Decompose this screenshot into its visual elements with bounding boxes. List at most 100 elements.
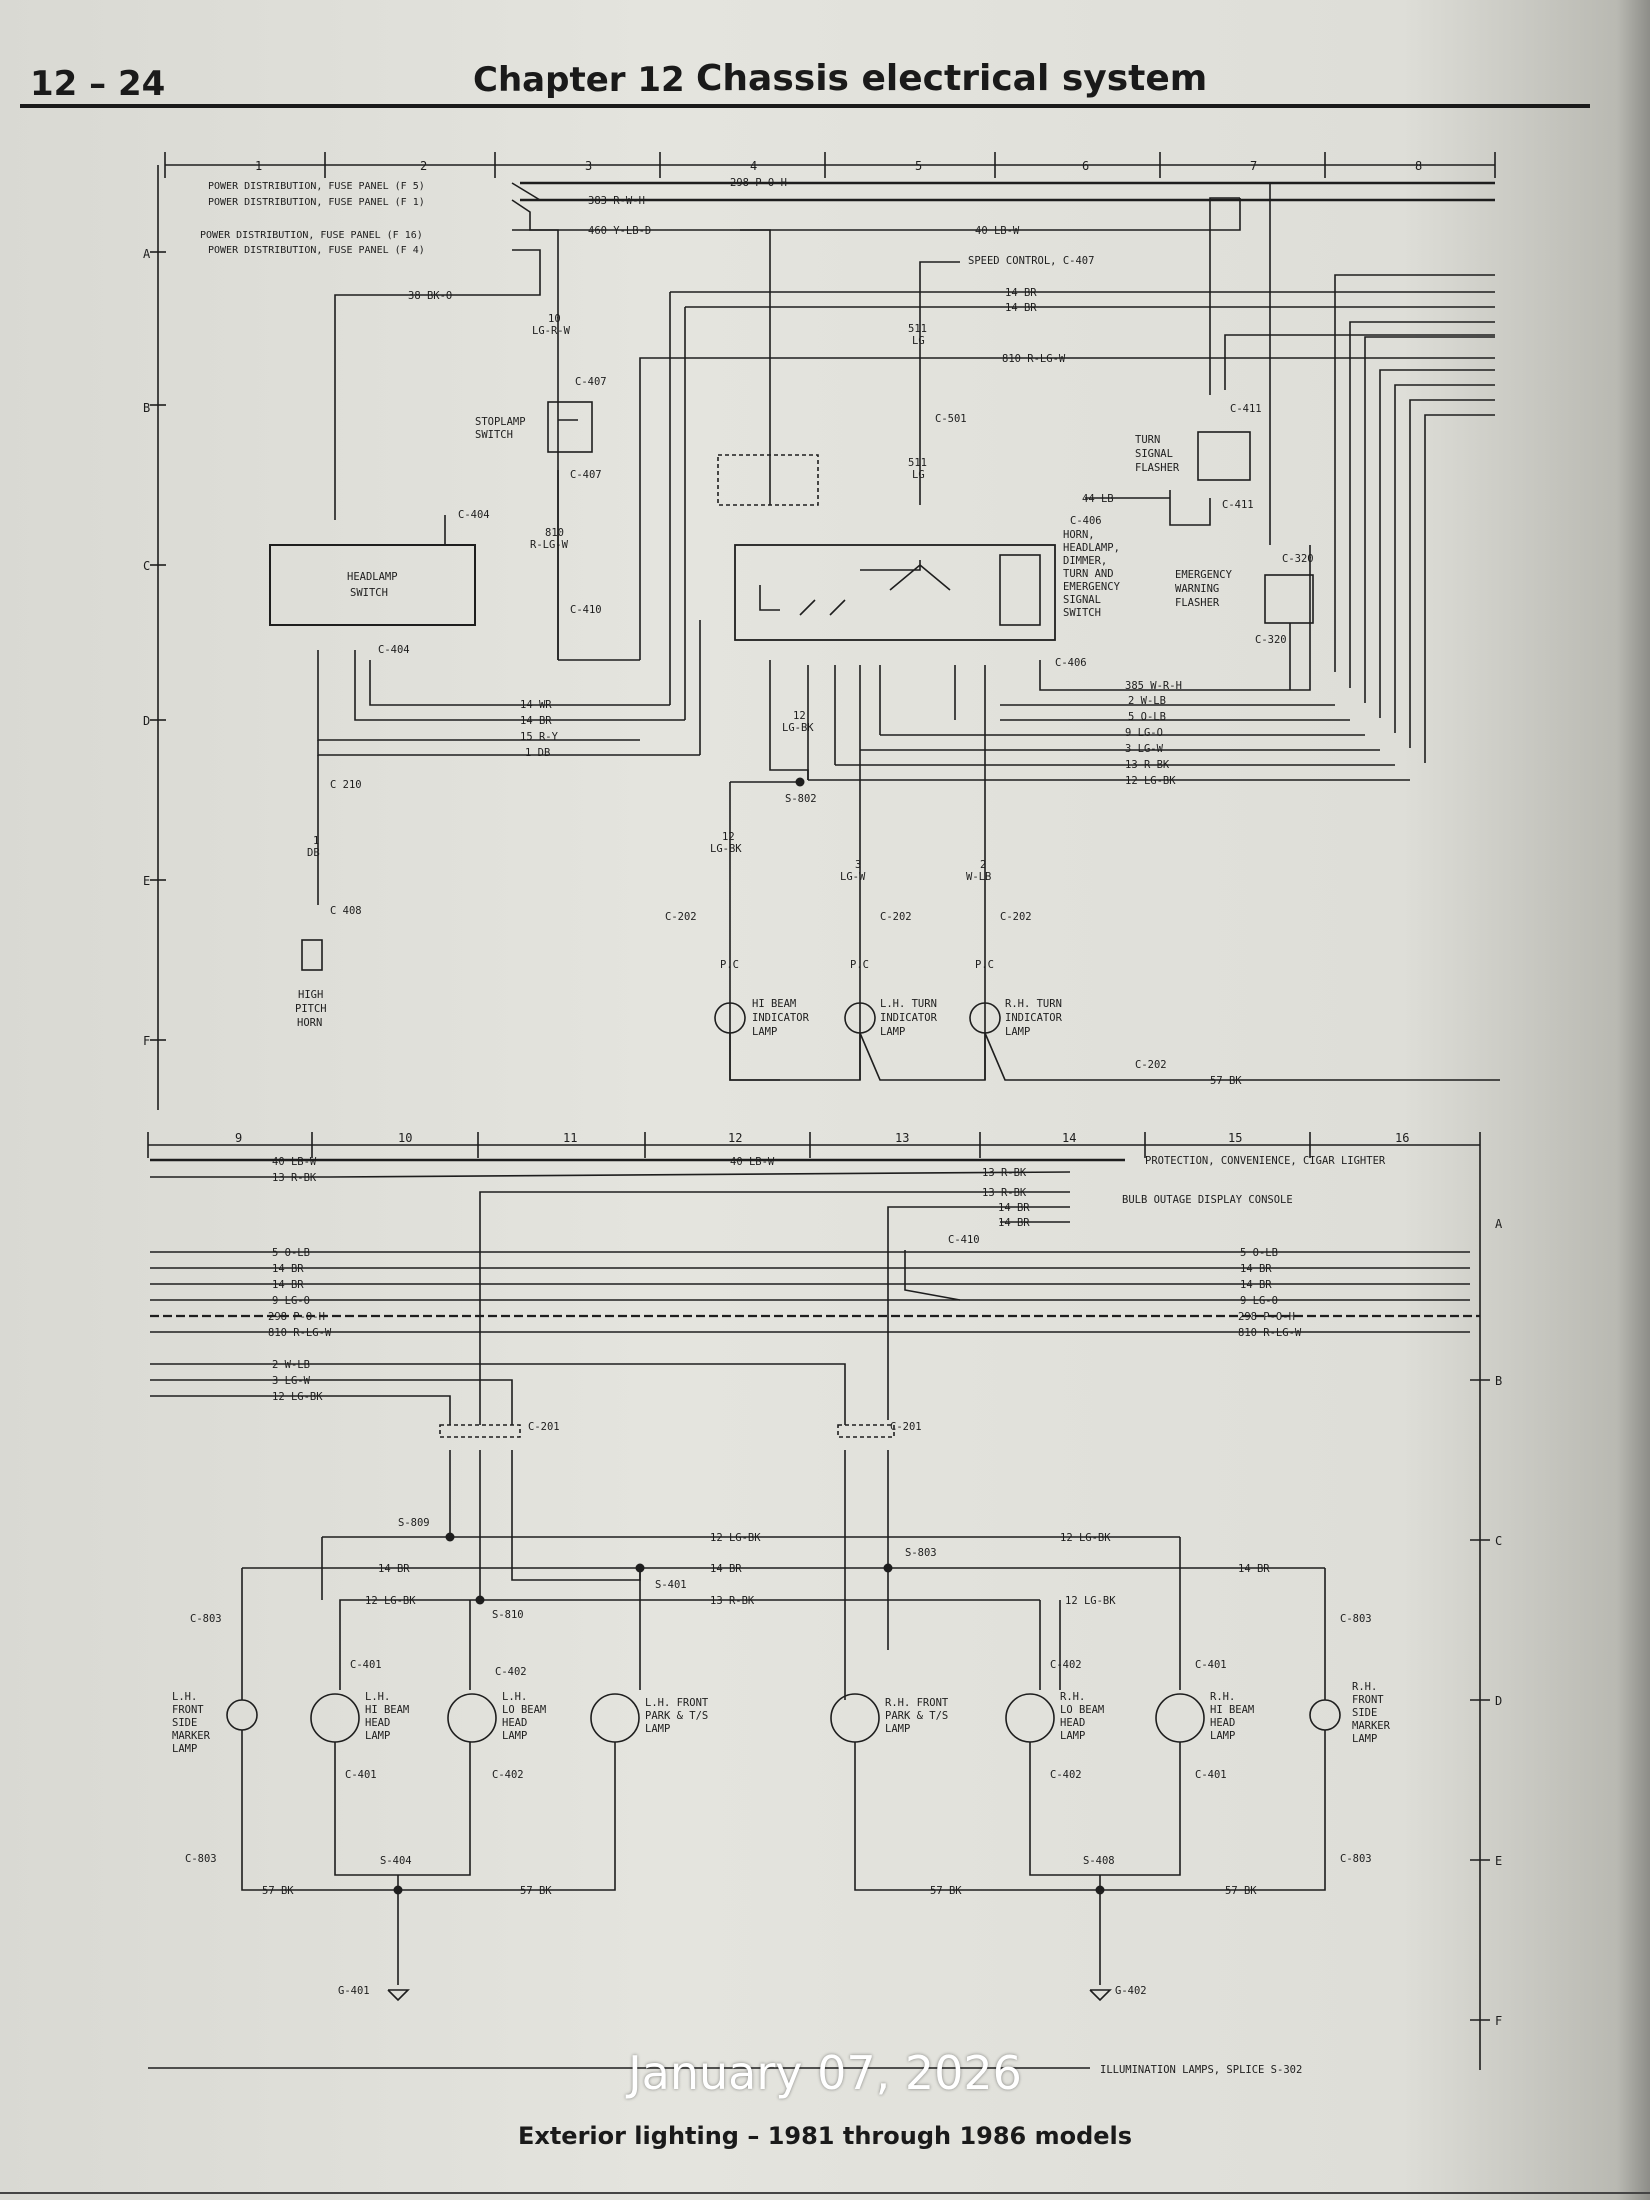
flasher-wire [1169,490,1211,526]
rh-turn-indicator-label: R.H. TURN [1005,998,1062,1010]
row-c: C [143,559,150,573]
lh-turn-indicator-label: LAMP [880,1026,905,1038]
connector-label: C-402 [1050,1769,1082,1781]
figure-caption: Exterior lighting – 1981 through 1986 mo… [517,2122,1133,2150]
wire-810 [639,357,1495,660]
wire-label: 2 W-LB [1128,695,1166,707]
connector-label: C-402 [495,1666,527,1678]
connector-label: C-411 [1222,499,1254,511]
indicator-return2 [859,1032,986,1081]
lamp-label: LAMP [1210,1730,1235,1742]
wire-label: 14 WR [520,699,552,711]
wire-label: 385 W-R-H [1125,680,1182,692]
rh-side-marker-bulb [1309,1699,1341,1731]
connector-label: C-401 [1195,1769,1227,1781]
power-source-f4: POWER DISTRIBUTION, FUSE PANEL (F 4) [208,245,425,256]
multi-switch-label: EMERGENCY [1063,581,1121,593]
lamp-label: L.H. [172,1691,197,1703]
lamp-label: R.H. [1060,1691,1085,1703]
lamp-label: MARKER [172,1730,211,1742]
wire-label: 3 [855,859,861,871]
splice-s810 [475,1595,485,1605]
ground-lh-side [241,1730,398,1891]
connector-label: C-803 [190,1613,222,1625]
wire-label: R-LG-W [530,539,569,551]
col-4: 4 [750,159,757,173]
turn-flasher-label: TURN [1135,434,1160,446]
rh-turn-indicator-label: INDICATOR [1005,1012,1063,1024]
wire-label: 13 R-BK [982,1187,1027,1199]
col-2: 2 [420,159,427,173]
wire-label: LG-W [840,871,866,883]
wire-stub [511,182,541,201]
wire-label: 810 R-LG-W [1238,1327,1302,1339]
wire-label: 14 BR [1240,1279,1272,1291]
wire-r7 [1424,414,1495,763]
wire-label: 12 LG-BK [1060,1532,1111,1544]
connector-label: C-320 [1255,634,1287,646]
emergency-flasher-box [1264,574,1314,624]
headlamp-switch-box [269,544,476,626]
wire-2-route [330,1363,846,1425]
wire-r6 [1409,399,1495,748]
wire-r5 [1394,384,1495,733]
wire-13-b [479,1191,1070,1425]
wire-label: 12 LG-BK [710,1532,761,1544]
emergency-flasher-label: EMERGENCY [1175,569,1233,581]
row-c: C [1495,1534,1502,1548]
lamp-label: R.H. [1210,1691,1235,1703]
row-f: F [143,1034,150,1048]
wire-label: 14 BR [1005,302,1037,314]
wire-label: 40 LB-W [272,1156,317,1168]
wire-14wr [369,660,670,706]
lamp-label: R.H. FRONT [885,1697,949,1709]
connector-label: C-404 [378,644,410,656]
wire-38 [334,249,541,520]
wire-label: 13 R-BK [710,1595,755,1607]
wire-label: 2 [980,859,986,871]
row-a: A [1495,1217,1503,1231]
sw-blade [799,599,816,616]
lamp-label: HEAD [502,1717,527,1729]
headlamp-switch-label: SWITCH [350,587,388,599]
splice-s404 [393,1885,403,1895]
top-labels: 1 2 3 4 5 6 7 8 A B C D E F POWER DISTRI… [143,159,1422,1087]
horn-body [301,939,323,971]
ground-label: G-402 [1115,1985,1147,1997]
connector-label: C-401 [350,1659,382,1671]
connector-label: C-404 [458,509,490,521]
row-f: F [1495,2014,1502,2028]
stoplamp-switch-label: SWITCH [475,429,513,441]
splice-label: S-810 [492,1609,524,1621]
ground-symbol [387,1989,410,2002]
wire-label: 5 O-LB [1240,1247,1278,1259]
col-11: 11 [563,1131,577,1145]
splice-s401 [635,1563,645,1573]
emergency-flasher-label: FLASHER [1175,597,1220,609]
turn-flasher-label: SIGNAL [1135,448,1173,460]
turn-flasher-label: FLASHER [1135,462,1180,474]
wire-label: 14 BR [710,1563,742,1575]
lh-turn-indicator-label: INDICATOR [880,1012,938,1024]
illumination-label: ILLUMINATION LAMPS, SPLICE S-302 [1100,2064,1302,2076]
footer-rule [0,2192,1650,2194]
wire-label: LG-R-W [532,325,571,337]
wire-label: 2 W-LB [272,1359,310,1371]
wire-label: 40 LB-W [730,1156,775,1168]
lamp-label: FRONT [172,1704,204,1716]
lamp-label: HEAD [1210,1717,1235,1729]
wire-14br-hs [317,650,640,741]
wire-label: 3 LG-W [1125,743,1164,755]
wire-label: LG-BK [782,722,814,734]
multi-switch-label: SIGNAL [1063,594,1101,606]
connector-label: C-406 [1070,515,1102,527]
turn-flasher-box [1197,431,1251,481]
lamp-label: SIDE [1352,1707,1377,1719]
pc-label: P.C [850,959,869,971]
wire-r3 [1364,336,1495,703]
speed-control-label: SPEED CONTROL, C-407 [968,255,1094,267]
wire-label: 298 P-O-H [268,1311,325,1323]
wire-label: LG [912,335,925,347]
wire-label: 12 LG-BK [1065,1595,1116,1607]
